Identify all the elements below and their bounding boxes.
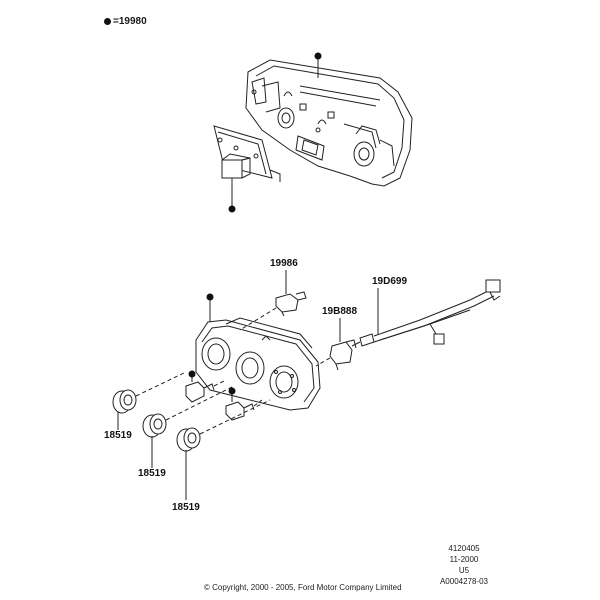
label-18519-b: 18519	[138, 468, 166, 479]
knob-2	[142, 413, 167, 438]
socket-right-dash	[253, 399, 263, 407]
knob-2-dash	[165, 385, 235, 421]
ref-code-2: U5	[458, 566, 470, 575]
upper-housing-assembly	[245, 59, 413, 187]
reference-block: 4120405 11-2000 U5 A0004278-03	[440, 543, 488, 587]
knob-3	[176, 427, 201, 452]
ref-code-1: 4120405	[448, 544, 480, 553]
circuit-board	[213, 125, 281, 182]
label-19986: 19986	[270, 258, 298, 269]
label-19d699: 19D699	[372, 276, 408, 287]
legend-dot-icon	[104, 18, 111, 25]
wiring-harness	[351, 279, 501, 347]
knob-3-dash	[199, 399, 271, 435]
knob-1-dash	[135, 371, 187, 397]
socket-left-dash	[213, 379, 227, 387]
marker-dot	[188, 370, 196, 378]
knob-1	[112, 389, 137, 414]
resistor-dash-line	[315, 357, 331, 367]
legend-text: =19980	[113, 16, 147, 27]
bulb-socket-right	[225, 401, 255, 421]
control-panel-front	[195, 317, 321, 411]
label-18519-c: 18519	[172, 502, 200, 513]
label-18519-a: 18519	[104, 430, 132, 441]
copyright-text: © Copyright, 2000 - 2005, Ford Motor Com…	[204, 583, 402, 592]
marker-dot	[314, 52, 322, 60]
legend: =19980	[104, 16, 147, 27]
ref-code-3: A0004278-03	[439, 577, 488, 586]
marker-dot	[228, 387, 236, 395]
label-19b888: 19B888	[322, 306, 358, 317]
marker-dot	[206, 293, 214, 301]
switch-dash-line	[239, 307, 277, 331]
resistor-part	[329, 339, 357, 371]
blower-switch-part	[275, 291, 307, 317]
reference-dots	[188, 52, 322, 395]
marker-dot	[228, 205, 236, 213]
bulb-socket-left	[185, 381, 215, 403]
ref-date: 11-2000	[449, 555, 479, 564]
